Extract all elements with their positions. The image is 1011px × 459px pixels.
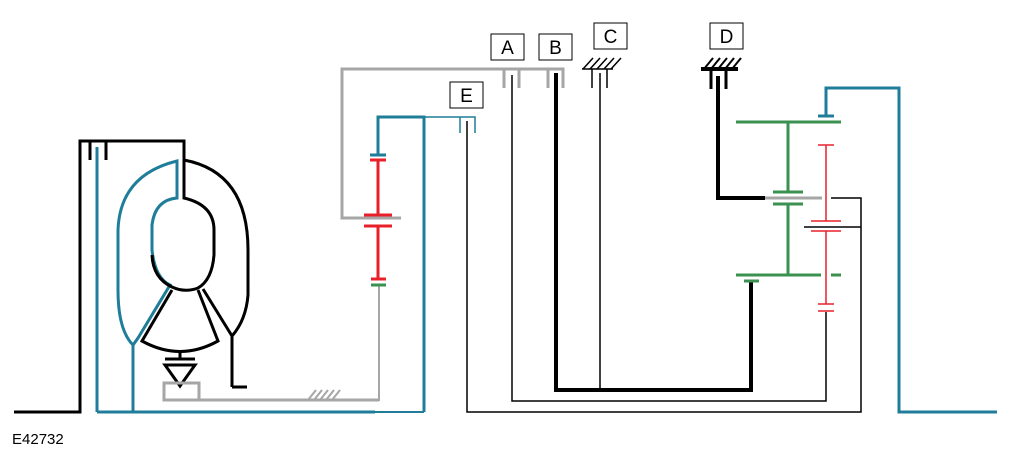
carrier-link	[340, 67, 565, 220]
label-a: A	[490, 33, 525, 61]
label-b: B	[538, 33, 573, 61]
torque-converter	[14, 139, 424, 414]
brake-d-shaft	[716, 76, 765, 200]
clutch-b-shaft	[554, 73, 753, 392]
label-c-text: C	[604, 27, 618, 48]
label-box	[709, 22, 744, 50]
label-e-text: E	[460, 86, 473, 107]
clutch-a-shaft	[511, 75, 827, 402]
impeller-outer	[183, 158, 250, 339]
front-planetary	[340, 67, 565, 412]
clutch-elements	[466, 57, 862, 413]
impeller-inner	[150, 160, 216, 292]
clutch-e-drum	[424, 116, 476, 133]
ground-hatch	[307, 389, 341, 401]
label-c: C	[593, 22, 628, 50]
figure-reference-id: E42732	[12, 431, 64, 448]
clutch-e-shaft	[466, 121, 862, 413]
output-shaft	[824, 86, 997, 414]
label-a-text: A	[501, 38, 514, 59]
label-d: D	[709, 22, 744, 50]
label-box	[490, 33, 525, 61]
label-box	[449, 81, 484, 109]
stator	[139, 289, 220, 353]
stator-support	[162, 381, 201, 402]
label-box	[538, 33, 573, 61]
rear-planetary	[736, 86, 997, 414]
ground-hatch	[582, 57, 622, 70]
ring-gear-link	[376, 115, 426, 412]
label-e: E	[449, 81, 484, 109]
input-shaft	[14, 139, 186, 414]
stator-one-way-clutch	[162, 363, 198, 389]
label-b-text: B	[549, 38, 562, 59]
ground-hatch	[703, 57, 742, 70]
turbine	[116, 159, 179, 348]
label-d-text: D	[720, 27, 734, 48]
label-box	[593, 22, 628, 50]
